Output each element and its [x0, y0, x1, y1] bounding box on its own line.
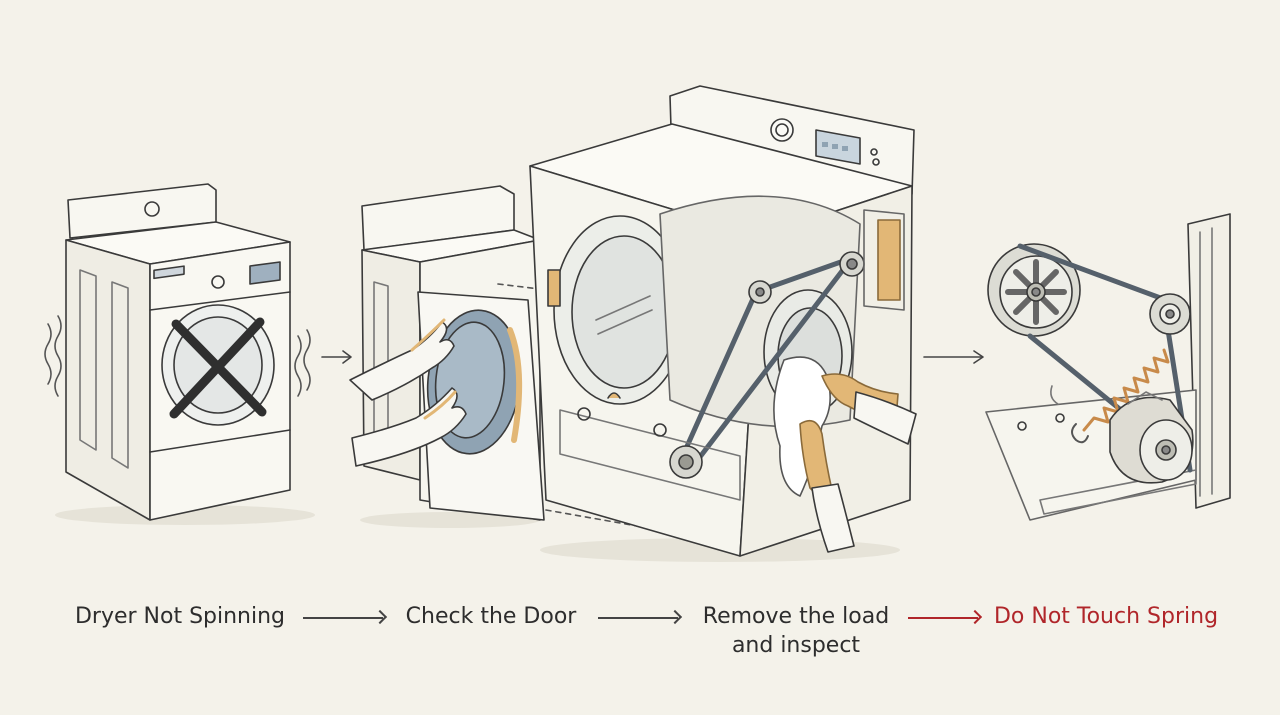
- dryer-x-icon: [44, 183, 315, 525]
- step-label-check-door: Check the Door: [405, 604, 577, 629]
- flow-arrow-icon: [303, 617, 383, 619]
- flow-arrow-icon: [321, 350, 352, 364]
- warning-arrow-icon: [908, 617, 978, 619]
- drum-belt-icon: [529, 85, 917, 562]
- flow-arrow-icon: [598, 617, 678, 619]
- step-label-dryer-not-spinning: Dryer Not Spinning: [74, 604, 286, 629]
- step-label-warning: Do Not Touch Spring: [993, 604, 1219, 629]
- step-label-remove-load: Remove the load and inspect: [702, 604, 890, 658]
- motor-spring-icon: [985, 213, 1231, 521]
- flow-arrow-icon: [923, 350, 984, 364]
- open-door-icon: [349, 185, 661, 531]
